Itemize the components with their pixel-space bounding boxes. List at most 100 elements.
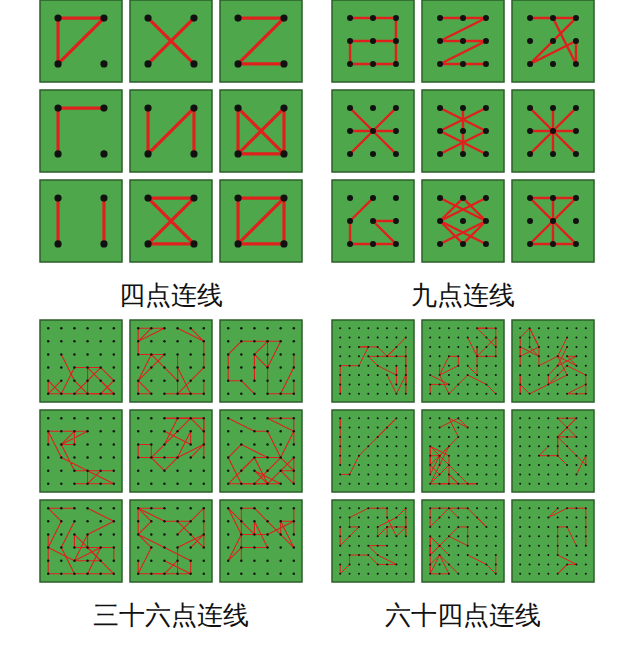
grid-dot — [457, 436, 459, 438]
grid-dot — [485, 554, 487, 556]
grid-dot — [476, 563, 478, 565]
grid-dot — [393, 128, 399, 134]
red-line — [254, 458, 293, 484]
grid-dot — [99, 379, 101, 381]
grid-dot — [60, 573, 62, 575]
grid-dot — [339, 355, 341, 357]
puzzle-square — [332, 0, 414, 82]
grid-dot — [585, 545, 587, 547]
puzzle-square — [422, 90, 504, 172]
grid-dot — [485, 346, 487, 348]
grid-dot — [86, 520, 88, 522]
grid-dot — [137, 533, 139, 535]
grid-dot — [439, 563, 441, 565]
grid-dot — [99, 546, 101, 548]
grid-dot — [429, 393, 431, 395]
grid-dot — [358, 483, 360, 485]
grid-dot — [495, 346, 497, 348]
grid-dot — [137, 520, 139, 522]
grid-dot — [358, 383, 360, 385]
grid-dot — [557, 563, 559, 565]
grid-dot — [100, 240, 107, 247]
grid-dot — [137, 379, 139, 381]
grid-dot — [405, 365, 407, 367]
red-line — [138, 328, 164, 367]
grid-dot — [448, 526, 450, 528]
grid-dot — [439, 526, 441, 528]
grid-dot — [47, 379, 49, 381]
grid-dot — [234, 104, 241, 111]
grid-dot — [150, 520, 152, 522]
grid-dot — [557, 445, 559, 447]
green-tile — [220, 0, 302, 82]
grid-dot — [377, 346, 379, 348]
grid-dot — [395, 545, 397, 547]
grid-dot — [47, 327, 49, 329]
grid-dot — [538, 445, 540, 447]
grid-dot — [529, 563, 531, 565]
grid-dot — [73, 520, 75, 522]
grid-dot — [485, 355, 487, 357]
grid-dot — [163, 379, 165, 381]
green-tile — [40, 0, 122, 82]
grid-dot — [349, 365, 351, 367]
grid-dot — [460, 15, 466, 21]
grid-dot — [113, 340, 115, 342]
grid-dot — [203, 353, 205, 355]
green-tile — [40, 500, 122, 582]
grid-dot — [73, 417, 75, 419]
grid-dot — [575, 554, 577, 556]
grid-dot — [293, 533, 295, 535]
grid-dot — [163, 456, 165, 458]
grid-dot — [538, 573, 540, 575]
grid-dot — [476, 355, 478, 357]
red-line — [530, 108, 576, 154]
puzzle-square — [220, 0, 302, 82]
grid-dot — [547, 554, 549, 556]
grid-dot — [386, 337, 388, 339]
grid-dot — [358, 427, 360, 429]
grid-dot — [467, 526, 469, 528]
grid-dot — [349, 473, 351, 475]
grid-dot — [113, 469, 115, 471]
grid-dot — [189, 393, 191, 395]
grid-dot — [457, 473, 459, 475]
red-line — [58, 106, 104, 109]
grid-dot — [227, 393, 229, 395]
grid-dot — [460, 151, 466, 157]
grid-dot — [457, 573, 459, 575]
grid-dot — [377, 337, 379, 339]
grid-dot — [439, 573, 441, 575]
grid-dot — [519, 535, 521, 537]
grid-dot — [457, 563, 459, 565]
grid-dot — [358, 526, 360, 528]
grid-dot — [253, 507, 255, 509]
grid-dot — [405, 337, 407, 339]
grid-dot — [483, 218, 489, 224]
grid-dot — [585, 483, 587, 485]
grid-dot — [527, 128, 533, 134]
grid-dot — [547, 535, 549, 537]
grid-dot — [429, 535, 431, 537]
grid-dot — [547, 507, 549, 509]
puzzle-square — [40, 180, 122, 262]
grid-dot — [529, 436, 531, 438]
grid-dot — [377, 573, 379, 575]
grid-dot — [279, 379, 281, 381]
grid-dot — [439, 365, 441, 367]
grid-dot — [557, 436, 559, 438]
grid-dot — [370, 15, 376, 21]
grid-dot — [405, 327, 407, 329]
grid-dot — [370, 151, 376, 157]
grid-dot — [99, 393, 101, 395]
grid-dot — [467, 464, 469, 466]
red-line — [440, 108, 486, 154]
red-line — [440, 198, 486, 244]
grid-dot — [266, 327, 268, 329]
red-line — [238, 198, 284, 244]
grid-dot — [240, 546, 242, 548]
grid-dot — [429, 517, 431, 519]
green-tile — [130, 90, 212, 172]
grid-dot — [47, 573, 49, 575]
green-tile — [220, 410, 302, 492]
